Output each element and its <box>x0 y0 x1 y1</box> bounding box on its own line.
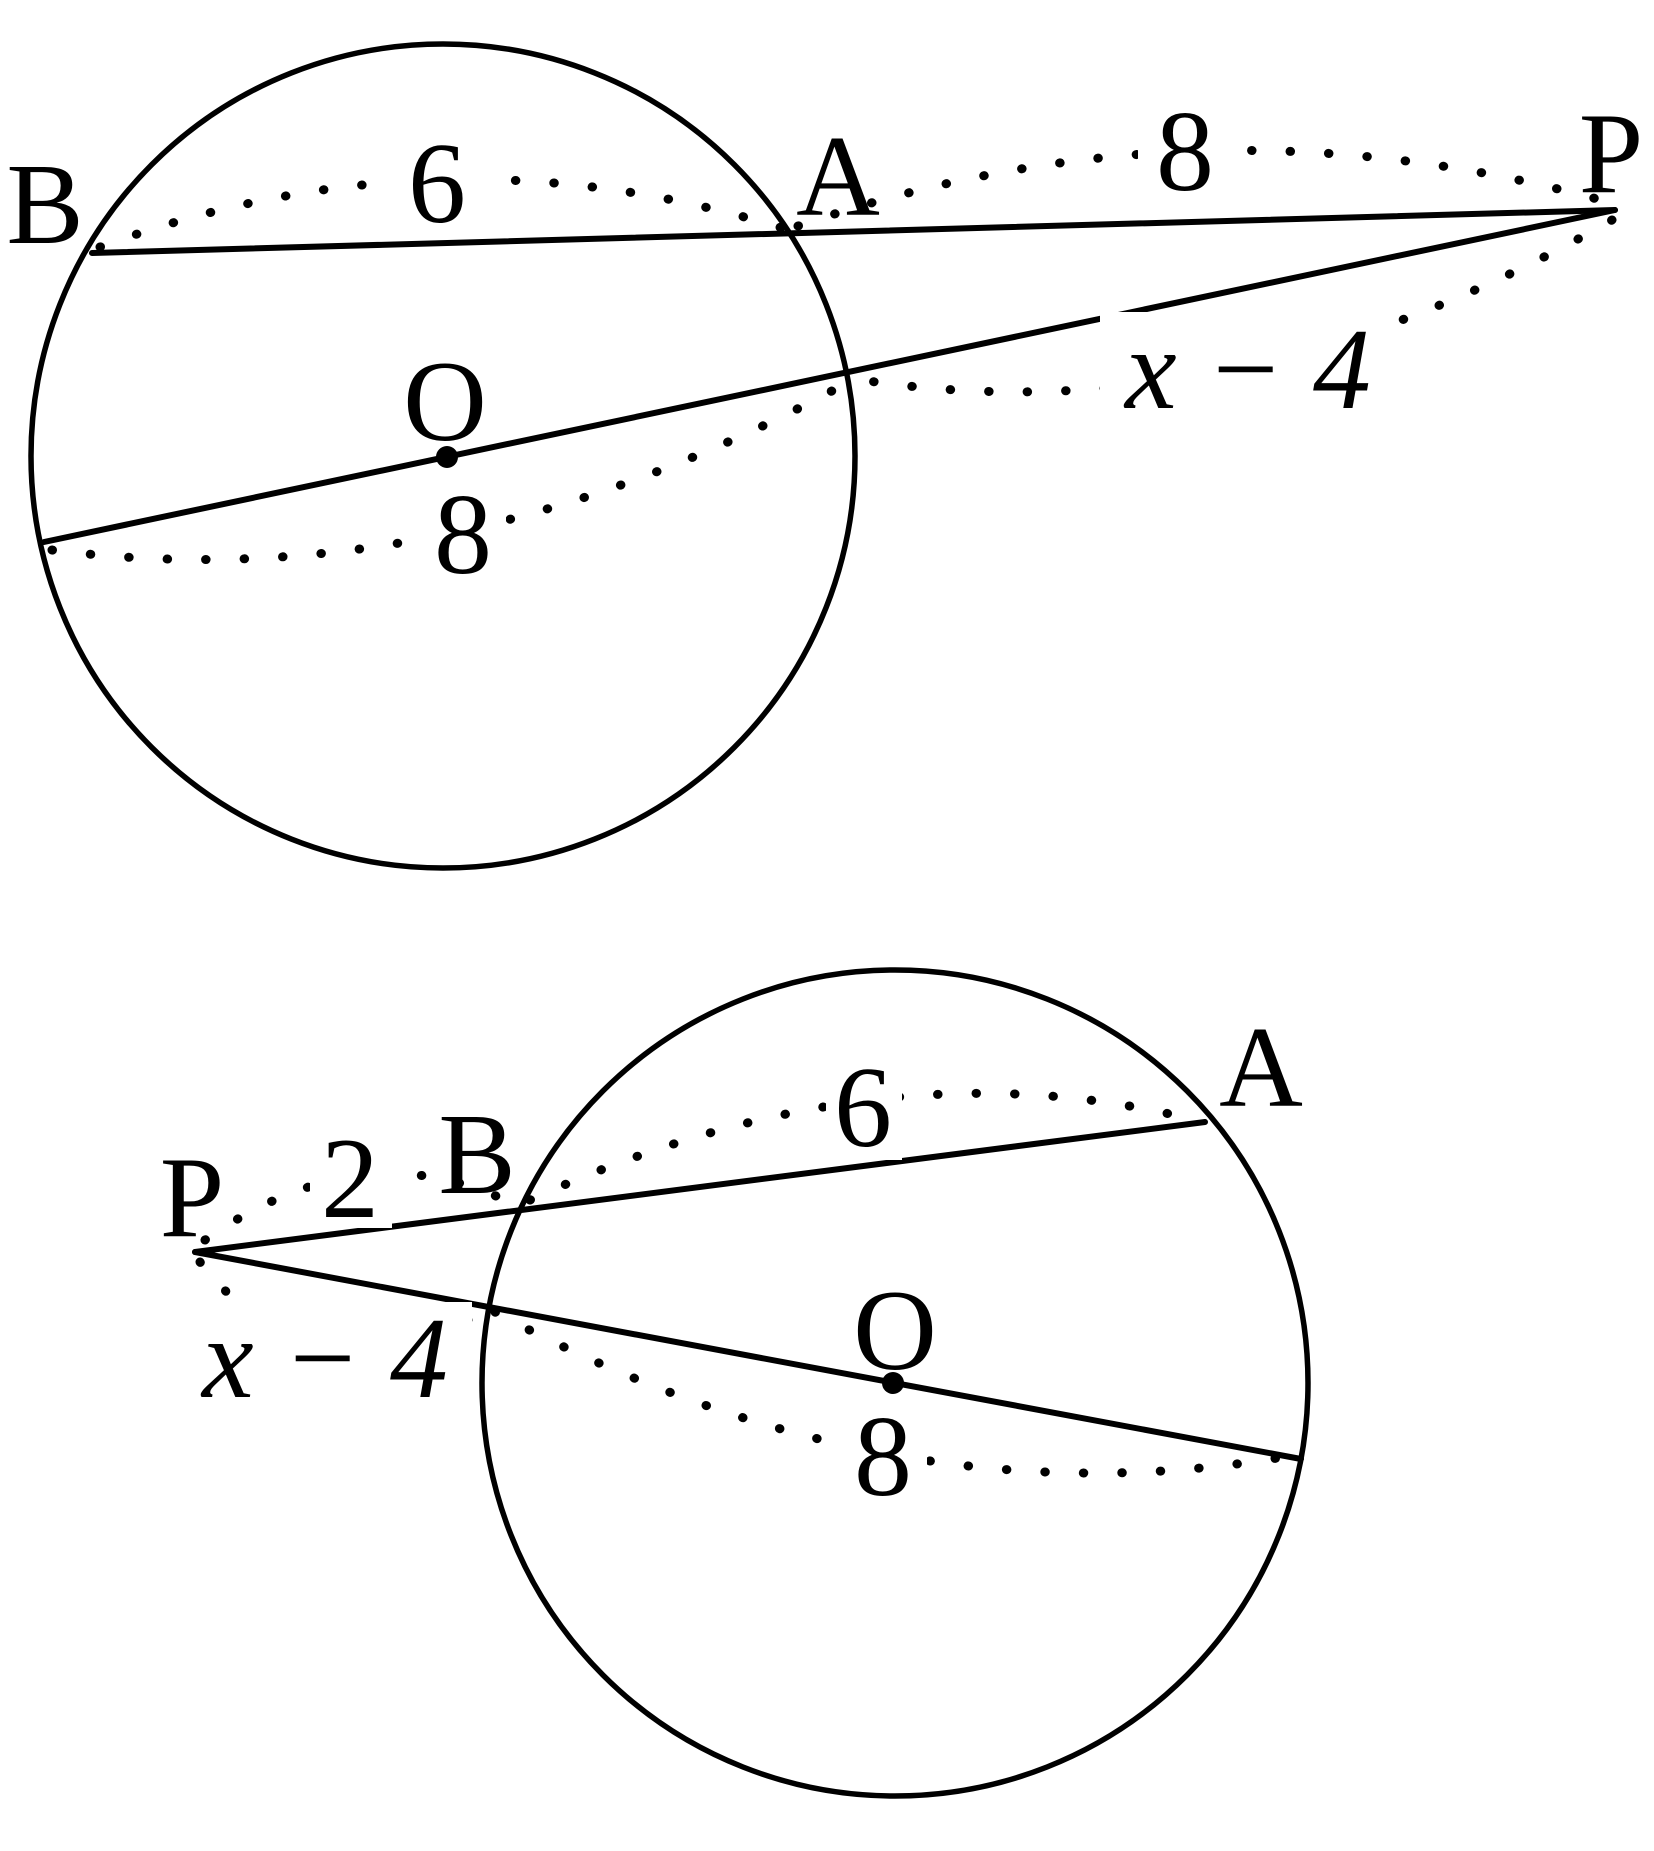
circle-O-top <box>28 41 858 871</box>
label-bg-8-top <box>1138 98 1232 202</box>
center-point-O-bottom <box>882 1372 904 1394</box>
measure-label-diameter-8-bottom: 8 <box>854 1393 912 1521</box>
measure-label-x-minus-4-top: x − 4 <box>1123 306 1371 434</box>
point-label-A-top: A <box>796 113 880 241</box>
secant-PBA-bottom <box>192 1119 1208 1255</box>
point-label-P-bottom: P <box>160 1134 225 1262</box>
measure-label-AP-8-top: 8 <box>1156 88 1214 216</box>
figure-top-secant-diagram: B A P O 6 8 x − 4 8 <box>6 41 1644 871</box>
label-bg-x-minus-4-bottom <box>180 1302 472 1414</box>
point-label-A-bottom: A <box>1219 1004 1303 1132</box>
secant-through-O-bottom <box>192 1249 1304 1462</box>
label-bg-8-diameter-bottom <box>841 1404 927 1508</box>
label-bg-6-top <box>388 126 486 238</box>
point-label-B-bottom: B <box>438 1091 515 1219</box>
circle-O-bottom <box>479 967 1311 1799</box>
point-label-O-top: O <box>403 338 487 466</box>
label-bg-x-minus-4-top <box>1100 312 1396 424</box>
figure-bottom-secant-diagram: P B A O 2 6 x − 4 8 <box>160 967 1311 1799</box>
secant-PAB-top <box>89 207 1618 256</box>
label-bg-8-diameter-top <box>420 482 506 586</box>
secant-through-O-top <box>41 207 1618 545</box>
measure-label-chord-6-bottom: 6 <box>834 1044 892 1172</box>
label-bg-6-bottom <box>826 1052 902 1160</box>
measure-label-PB-2-bottom: 2 <box>321 1115 379 1243</box>
point-label-O-bottom: O <box>853 1267 937 1395</box>
center-point-O-top <box>436 446 458 468</box>
measure-label-x-minus-4-bottom: x − 4 <box>200 1295 448 1423</box>
dotted-arc-diameter-top <box>47 375 857 565</box>
label-bg-2-bottom <box>310 1126 392 1228</box>
point-label-P-top: P <box>1579 90 1644 218</box>
measure-label-diameter-8-top: 8 <box>434 471 492 599</box>
measure-label-chord-6-top: 6 <box>408 120 466 248</box>
point-label-B-top: B <box>6 141 83 269</box>
